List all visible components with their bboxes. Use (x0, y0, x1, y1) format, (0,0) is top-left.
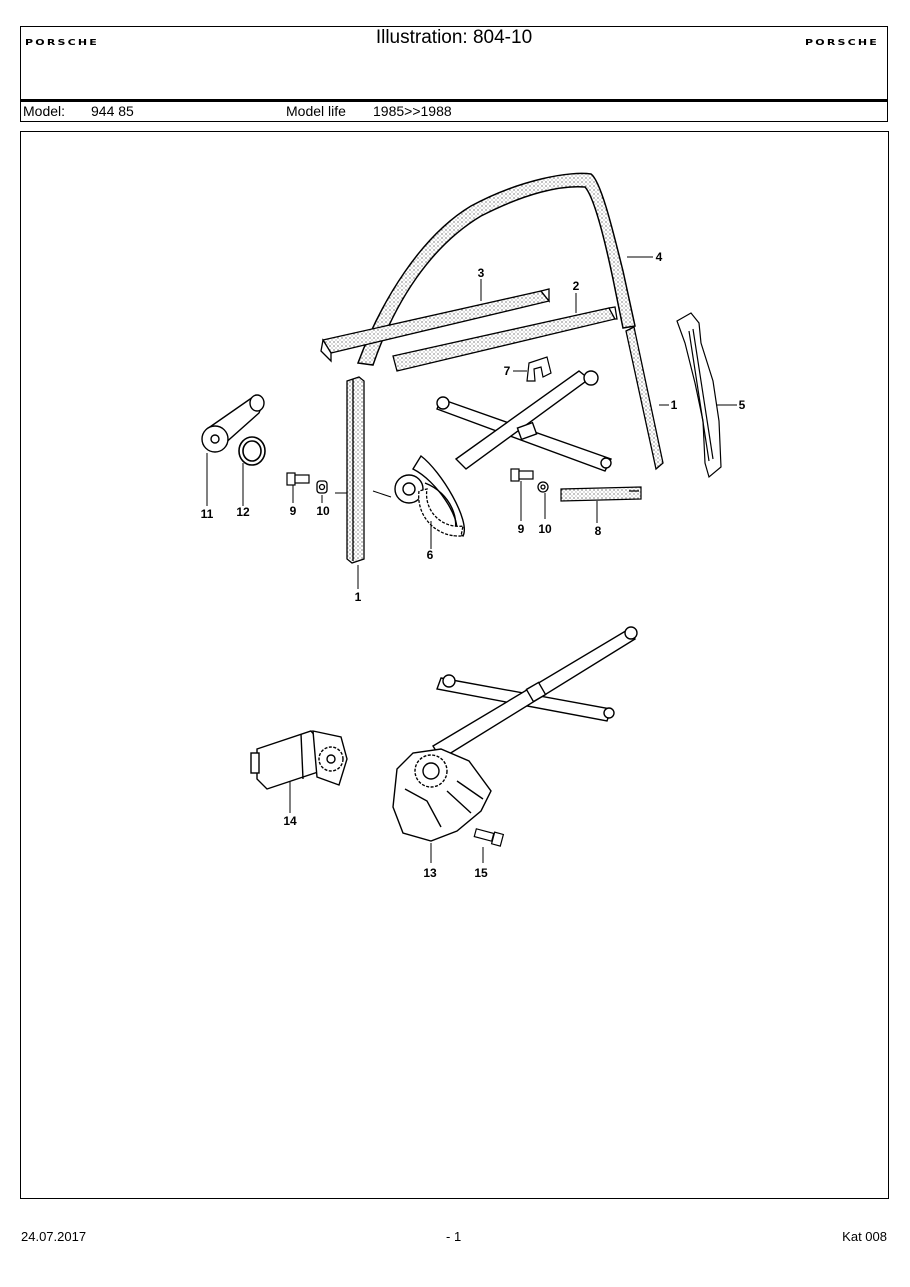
mounting-bracket (676, 312, 722, 479)
window-channel-strip (320, 288, 551, 363)
callout-6: 6 (427, 548, 434, 562)
model-value: 944 85 (91, 103, 134, 119)
callout-1a: 1 (355, 590, 362, 604)
callout-8: 8 (595, 524, 602, 538)
clip (526, 356, 552, 382)
guide-rail-right (625, 326, 664, 471)
guide-rail-left (346, 376, 365, 564)
model-label: Model: (23, 103, 66, 119)
illustration-frame: 1 1 1 2 3 4 5 6 7 8 9 9 10 10 11 12 13 1… (20, 131, 889, 1199)
window-channel-strip-2 (392, 306, 618, 372)
model-life-label: Model life (286, 103, 346, 119)
header-divider (21, 99, 887, 102)
bolt-right (510, 468, 534, 482)
page-title: Illustration: 804-10 (375, 27, 533, 48)
callout-9a: 9 (290, 504, 297, 518)
callout-9b: 9 (518, 522, 525, 536)
callout-3: 3 (478, 266, 485, 280)
callout-7: 7 (504, 364, 511, 378)
model-row: Model: 944 85 Model life 1985>>1988 (21, 102, 887, 122)
door-frame-seal (356, 172, 636, 366)
callout-labels: 1 1 1 2 3 4 5 6 7 8 9 9 10 10 11 12 13 1… (201, 250, 746, 880)
crank-handle (201, 394, 265, 453)
callout-2: 2 (573, 279, 580, 293)
callout-4: 4 (656, 250, 663, 264)
window-regulator-upper (394, 370, 612, 538)
porsche-logo-left: PORSCHE (25, 37, 99, 48)
callout-12: 12 (236, 505, 250, 519)
footer-date: 24.07.2017 (21, 1229, 87, 1244)
footer-page-number: - 1 (446, 1229, 462, 1244)
washer-right (537, 481, 549, 493)
callout-10b: 10 (538, 522, 552, 536)
leader-lines (206, 256, 737, 863)
parts-diagram: 1 1 1 2 3 4 5 6 7 8 9 9 10 10 11 12 13 1… (201, 172, 746, 880)
power-regulator-assembly (392, 626, 638, 842)
washer-left (316, 480, 328, 494)
callout-11: 11 (201, 507, 214, 521)
header: PORSCHE Illustration: 804-10 PORSCHE Mod… (20, 26, 888, 122)
porsche-logo-right: PORSCHE (805, 37, 879, 48)
bolt-left (286, 472, 310, 486)
escutcheon-ring (238, 436, 266, 466)
window-motor (250, 730, 348, 790)
footer-catalog: Kat 008 (842, 1229, 887, 1244)
callout-1b: 1 (671, 398, 678, 412)
bolt-lower (473, 828, 505, 847)
callout-14: 14 (283, 814, 297, 828)
callout-15: 15 (474, 866, 488, 880)
callout-10a: 10 (316, 504, 330, 518)
callout-5: 5 (739, 398, 746, 412)
slide-rail (560, 486, 642, 502)
sector-gear (418, 488, 464, 537)
callout-13: 13 (423, 866, 437, 880)
model-life-value: 1985>>1988 (373, 103, 452, 119)
